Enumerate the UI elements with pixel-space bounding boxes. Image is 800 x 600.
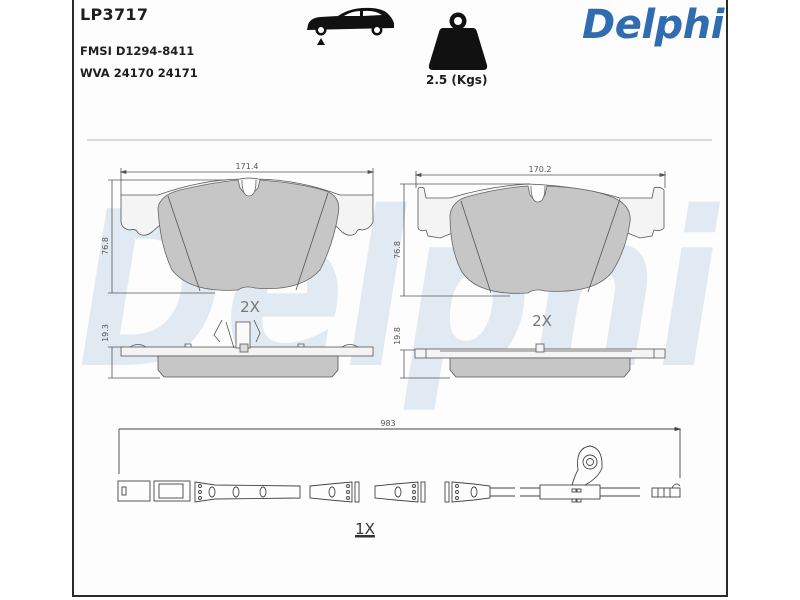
pad-right-side — [400, 343, 666, 379]
delphi-logo: Delphi — [582, 2, 724, 48]
weight-icon — [428, 12, 488, 70]
fmsi-code: FMSI D1294-8411 — [80, 44, 195, 58]
pad-left-width-dim: 171.4 — [236, 162, 259, 171]
pad-right-face — [400, 171, 667, 297]
pad-right-quantity: 2X — [532, 312, 552, 330]
pad-left-face — [108, 168, 375, 294]
pad-left-quantity: 2X — [240, 298, 260, 316]
car-lift-icon — [307, 7, 394, 45]
pad-left-height-dim: 76.8 — [101, 237, 110, 255]
pad-left-side — [108, 319, 374, 379]
wear-sensor — [117, 426, 682, 503]
pad-right-thickness-dim: 19.8 — [393, 327, 402, 345]
drawing-frame — [72, 0, 728, 597]
sensor-length-dim: 983 — [380, 419, 395, 428]
part-number: LP3717 — [80, 5, 149, 24]
pad-left-thickness-dim: 19.3 — [101, 324, 110, 342]
sensor-quantity: 1X — [355, 520, 375, 538]
pad-right-height-dim: 76.8 — [393, 241, 402, 259]
pad-right-width-dim: 170.2 — [529, 165, 552, 174]
wva-code: WVA 24170 24171 — [80, 66, 198, 80]
weight-label: 2.5 (Kgs) — [426, 73, 488, 87]
